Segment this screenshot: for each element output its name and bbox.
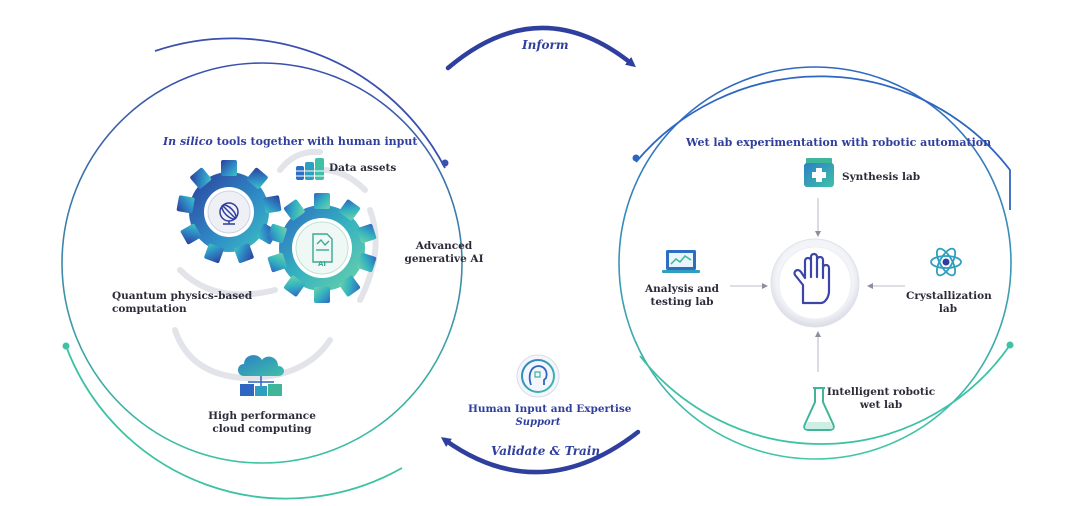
quantum-line2: computation: [112, 303, 187, 315]
quantum-line1: Quantum physics-based: [112, 290, 253, 302]
left-panel-title: In silico tools together with human inpu…: [163, 135, 417, 148]
hub-connectors: [730, 198, 905, 372]
robotic-hand-hub: [770, 238, 860, 328]
crystallization-line2: lab: [938, 303, 958, 315]
left-panel-title-italic: In silico: [163, 135, 213, 148]
left-cycle-circle: [61, 37, 463, 500]
human-expertise-icon: [516, 354, 560, 398]
cloud-computing-icon: [238, 355, 284, 396]
ai-document-icon: [312, 233, 333, 263]
hand-icon: [793, 252, 831, 305]
robotic-wet-lab-label: Intelligent robotic wet lab: [826, 386, 936, 412]
right-cycle-circle: [618, 66, 1014, 460]
flask-icon: [803, 387, 835, 431]
synthesis-lab-label: Synthesis lab: [842, 171, 921, 183]
synthesis-lab-icon: [804, 158, 834, 187]
inform-label: Inform: [522, 38, 569, 52]
validate-arrow: [440, 429, 641, 475]
analysis-lab-icon: [662, 250, 700, 273]
data-assets-label: Data assets: [329, 162, 397, 174]
right-panel-title: Wet lab experimentation with robotic aut…: [686, 136, 992, 149]
ai-gear-text: AI: [318, 260, 326, 268]
quantum-label: Quantum physics-based computation: [112, 290, 252, 316]
analysis-lab-label: Analysis and testing lab: [640, 283, 724, 309]
crystallization-line1: Crystallization: [906, 290, 992, 302]
quantum-gear: [176, 160, 282, 264]
human-input-label: Human Input and Expertise Support: [468, 403, 632, 429]
data-assets-icon: [296, 158, 324, 180]
human-input-subtitle: Support: [515, 417, 561, 428]
advanced-ai-line1: Advanced: [415, 240, 473, 252]
cloud-line1: High performance: [208, 410, 316, 422]
human-input-title: Human Input and Expertise: [468, 403, 632, 415]
ai-gear: [267, 193, 377, 303]
validate-train-label: Validate & Train: [491, 444, 601, 458]
cloud-label: High performance cloud computing: [206, 410, 318, 436]
crystallization-lab-label: Crystallization lab: [906, 290, 992, 316]
analysis-line2: testing lab: [650, 296, 714, 308]
analysis-line1: Analysis and: [645, 283, 719, 295]
left-panel-title-rest: tools together with human input: [212, 135, 418, 148]
robotic-line2: wet lab: [859, 399, 903, 411]
crystallization-lab-icon: [930, 247, 962, 277]
advanced-ai-label: Advanced generative AI: [404, 240, 484, 266]
robotic-line1: Intelligent robotic: [826, 386, 936, 398]
cloud-line2: cloud computing: [212, 423, 312, 435]
atom-globe-icon: [219, 202, 239, 225]
inform-arrow: [445, 25, 636, 71]
advanced-ai-line2: generative AI: [404, 253, 484, 265]
